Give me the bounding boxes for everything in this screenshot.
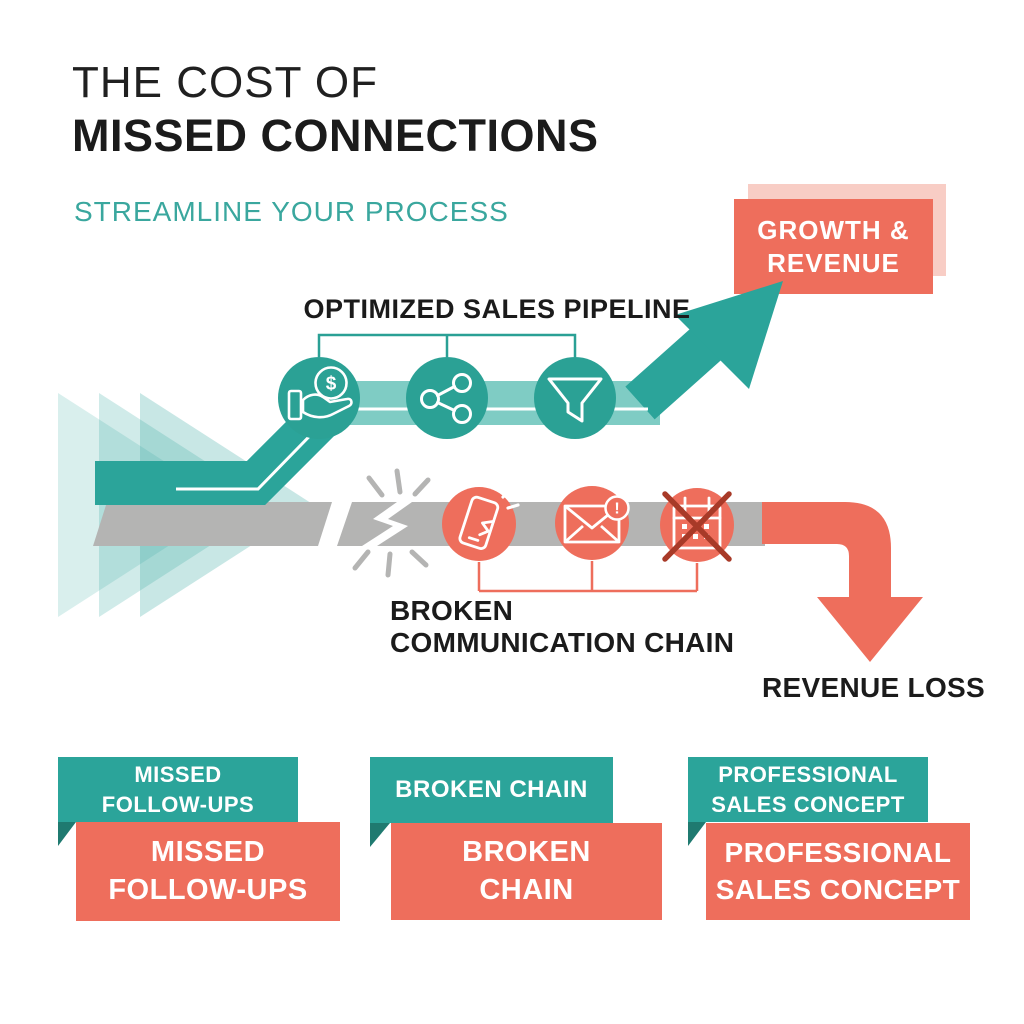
fold-corner-icon [370,823,390,847]
page-title-line1: THE COST OF [72,58,378,107]
fold-corner-icon [688,822,706,846]
share-icon [420,373,472,424]
tag-red-broken-chain: BROKEN CHAIN [391,823,662,920]
tag-red-professional-sales: PROFESSIONAL SALES CONCEPT [706,823,970,920]
source-triangles-icon [58,393,314,617]
tag-teal-missed-followups: MISSED FOLLOW-UPS [58,757,298,822]
page-title-line2: MISSED CONNECTIONS [72,110,599,161]
pipeline-nodes [278,357,616,439]
broken-chain-label: BROKEN COMMUNICATION CHAIN [390,595,735,659]
broken-bracket [477,561,699,593]
svg-text:$: $ [326,374,337,395]
tag-red-missed-followups: MISSED FOLLOW-UPS [76,822,340,921]
break-spark-icon [352,468,431,578]
revenue-loss-label: REVENUE LOSS [762,672,985,703]
cancelled-calendar-icon [662,491,732,562]
svg-text:!: ! [614,501,619,518]
hand-dollar-icon: $ [287,366,353,421]
gray-band [93,502,765,546]
email-alert-icon: ! [563,495,630,544]
tag-teal-professional-sales: PROFESSIONAL SALES CONCEPT [688,757,928,822]
optimized-pipeline-label: OPTIMIZED SALES PIPELINE [303,294,691,324]
pipeline-bracket [317,333,577,357]
fold-corner-icon [58,822,76,846]
page-subtitle: STREAMLINE YOUR PROCESS [74,196,509,227]
broken-nodes [442,486,734,562]
cracked-phone-icon [458,477,520,550]
growth-revenue-box: GROWTH & REVENUE [734,199,933,294]
funnel-icon [547,377,603,423]
tag-teal-broken-chain: BROKEN CHAIN [370,757,613,823]
